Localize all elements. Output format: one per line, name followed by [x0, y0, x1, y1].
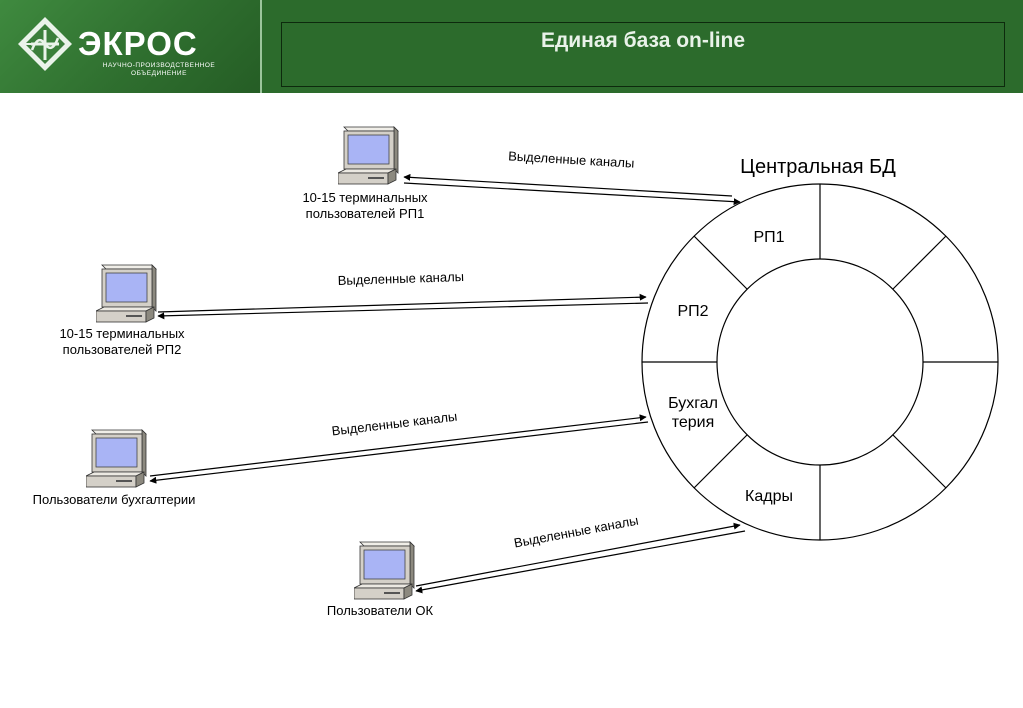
channel-label-hr: Выделенные каналы: [513, 513, 640, 551]
title-box: Единая база on-line: [281, 22, 1005, 87]
computer-icon: [354, 541, 415, 600]
ecros-logo-icon: [18, 17, 72, 71]
segment-label-line: терия: [672, 414, 715, 431]
segment-label-rp1: РП1: [753, 229, 784, 246]
logo-subtitle: НАУЧНО-ПРОИЗВОДСТВЕННОЕ: [102, 62, 216, 69]
ring-divider: [892, 235, 947, 290]
logo-subtitle-2: ОБЪЕДИНЕНИЕ: [131, 70, 187, 77]
page-title: Единая база on-line: [540, 29, 746, 52]
segment-label-rp2: РП2: [677, 303, 708, 320]
terminal-label-rp2: 10-15 терминальных пользователей РП2: [12, 326, 232, 358]
central-db-title: Центральная БД: [740, 156, 896, 178]
terminal-label-line: пользователей РП1: [305, 206, 425, 221]
channel-label-rp2: Выделенные каналы: [337, 269, 464, 288]
ring-divider: [892, 434, 947, 489]
computer-icon: [96, 264, 157, 323]
terminal-label-accounting: Пользователи бухгалтерии: [4, 492, 224, 508]
channel-link-accounting: [149, 414, 649, 484]
central-db-ring: [641, 183, 999, 541]
header-bar: ЭКРОС НАУЧНО-ПРОИЗВОДСТВЕННОЕ ОБЪЕДИНЕНИ…: [0, 0, 1023, 93]
computer-icon: [338, 126, 399, 185]
segment-label-line: Бухгал: [668, 395, 718, 412]
logo-name: ЭКРОС: [78, 25, 198, 62]
channel-link-rp1: [403, 173, 741, 206]
logo-panel: ЭКРОС НАУЧНО-ПРОИЗВОДСТВЕННОЕ ОБЪЕДИНЕНИ…: [0, 0, 262, 93]
segment-label-accounting: Бухгал терия: [668, 395, 718, 431]
computer-icon: [86, 429, 147, 488]
channel-link-hr: [415, 522, 746, 594]
ring-divider: [693, 434, 748, 489]
ring-divider: [693, 235, 748, 290]
terminal-label-rp1: 10-15 терминальных пользователей РП1: [255, 190, 475, 222]
terminal-label-hr: Пользователи ОК: [270, 603, 490, 619]
terminal-label-line: Пользователи бухгалтерии: [32, 492, 196, 507]
terminal-label-line: пользователей РП2: [62, 342, 182, 357]
terminal-label-line: Пользователи ОК: [326, 603, 434, 618]
channel-link-rp2: [157, 293, 649, 320]
channel-label-rp1: Выделенные каналы: [508, 148, 635, 170]
terminal-label-line: 10-15 терминальных: [302, 190, 428, 205]
terminal-label-line: 10-15 терминальных: [59, 326, 185, 341]
channel-label-accounting: Выделенные каналы: [331, 409, 458, 439]
segment-label-hr: Кадры: [745, 488, 793, 505]
